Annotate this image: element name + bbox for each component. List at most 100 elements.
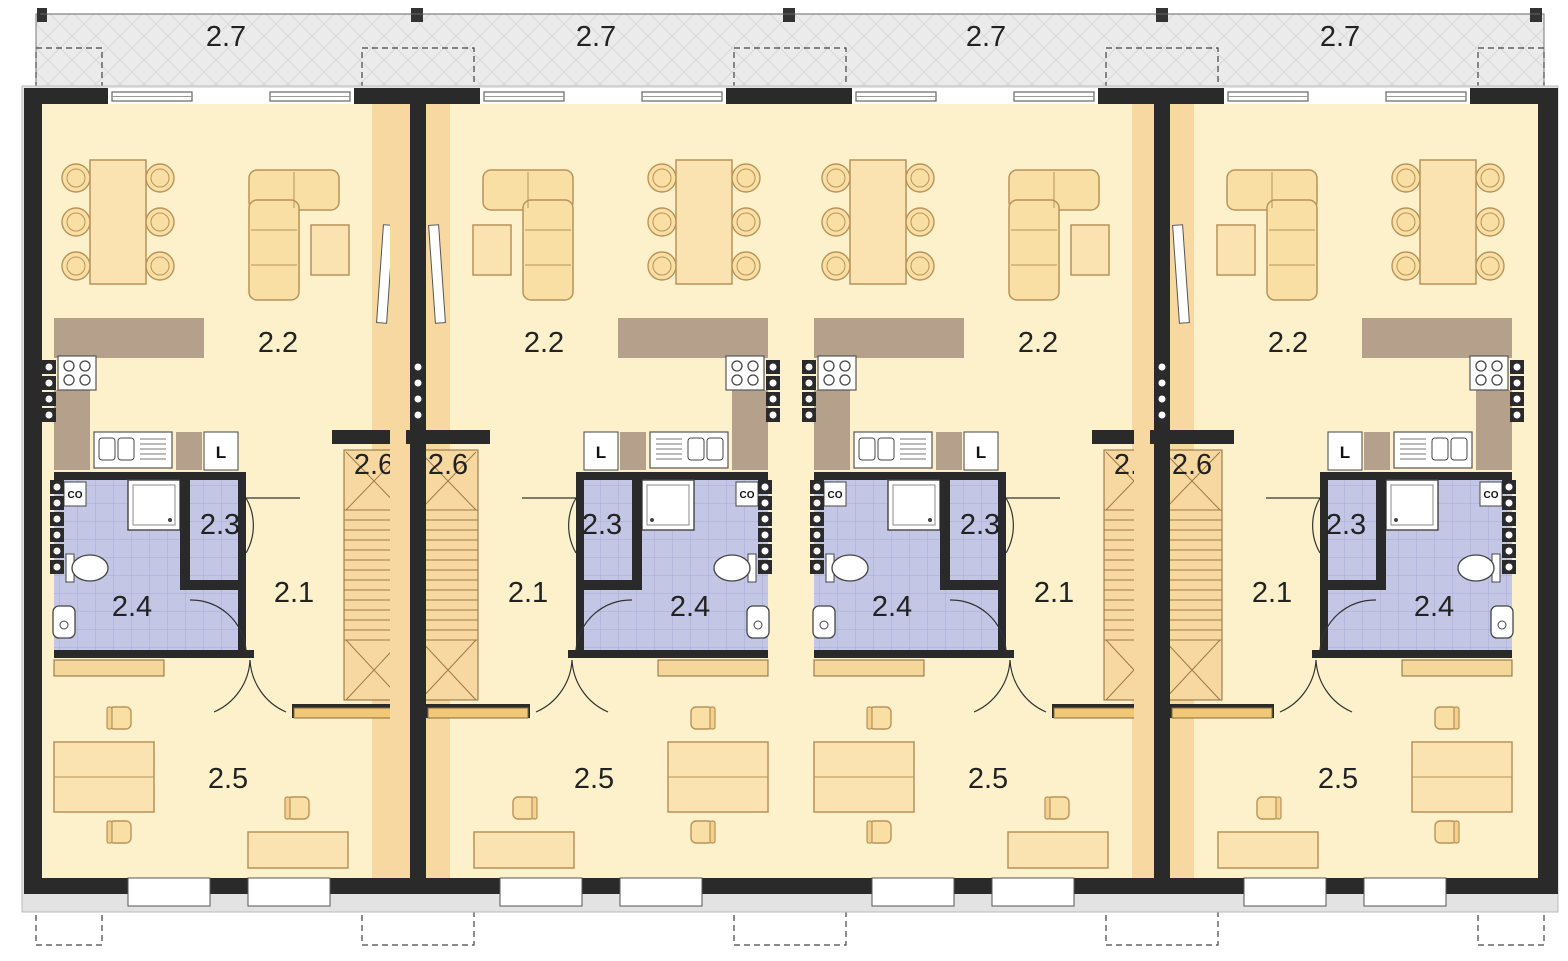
bath-door-swing <box>949 599 1007 651</box>
wc-label: 2.3 <box>582 509 622 541</box>
bathroom-label: 2.4 <box>112 591 152 623</box>
stair-label: 2.6 <box>354 449 394 481</box>
wc-label: 2.3 <box>960 509 1000 541</box>
dining-table-set <box>1392 160 1504 284</box>
toilet-icon <box>713 553 757 583</box>
terrace-label: 2.7 <box>1320 21 1360 53</box>
office-door-swing <box>571 659 609 713</box>
kitchen-counter <box>618 318 768 358</box>
outer-walls <box>24 88 1558 894</box>
office-door-swing <box>213 659 251 713</box>
office-label: 2.5 <box>1318 763 1358 795</box>
boiler-label: CO <box>740 490 755 501</box>
living-room-label: 2.2 <box>258 327 298 359</box>
laundry-box <box>963 431 999 471</box>
stair-landing-wall <box>1150 430 1234 444</box>
office-desk <box>667 741 769 813</box>
party-wall <box>410 104 426 878</box>
wc-label: 2.3 <box>1326 509 1366 541</box>
terrace-label: 2.7 <box>206 21 246 53</box>
office-chair-icon <box>106 820 132 844</box>
sink-icon <box>93 431 173 469</box>
office-chair-icon <box>1044 796 1070 820</box>
party-wall <box>1154 104 1170 878</box>
office-chair-icon <box>690 820 716 844</box>
shower-icon <box>641 479 695 531</box>
shower-icon <box>1385 479 1439 531</box>
wc-door-swing <box>1312 497 1321 554</box>
office-desk-2 <box>247 831 349 869</box>
kitchen-counter <box>54 318 204 358</box>
laundry-label: L <box>1340 443 1350 462</box>
washbasin-icon <box>746 605 770 639</box>
toilet-icon <box>825 553 869 583</box>
kitchen-side-counter <box>1476 390 1512 470</box>
laundry-label: L <box>596 443 606 462</box>
hall-label: 2.1 <box>508 577 548 609</box>
wc-door-swing <box>1005 497 1014 554</box>
office-label: 2.5 <box>574 763 614 795</box>
kitchen-side-counter <box>814 390 850 470</box>
office-chair-icon <box>866 820 892 844</box>
kitchen-side-counter <box>732 390 768 470</box>
dining-table-set <box>648 160 760 284</box>
bath-door-swing <box>575 599 633 651</box>
stove-icon <box>725 355 765 391</box>
boiler-label: CO <box>828 490 843 501</box>
washbasin-icon <box>812 605 836 639</box>
door-leaf <box>1172 224 1190 324</box>
kitchen-counter <box>814 318 964 358</box>
dining-table-set <box>822 160 934 284</box>
unit-4-layout: L CO <box>1134 104 1524 878</box>
toilet-icon <box>1457 553 1501 583</box>
terrace-strip <box>35 8 1545 89</box>
office-desk-2 <box>1007 831 1109 869</box>
dashed-outlines <box>35 47 1545 946</box>
boiler-label: CO <box>1484 490 1499 501</box>
office-chair-icon <box>106 706 132 730</box>
terrace-label: 2.7 <box>966 21 1006 53</box>
wc-label: 2.3 <box>200 509 240 541</box>
office-desk <box>813 741 915 813</box>
sink-icon <box>853 431 933 469</box>
living-room-label: 2.2 <box>1018 327 1058 359</box>
stove-icon <box>57 355 97 391</box>
washbasin-icon <box>1490 605 1514 639</box>
bath-door-swing <box>1319 599 1377 651</box>
kitchen-counter <box>1362 318 1512 358</box>
stair-label: 2.6 <box>1172 449 1212 481</box>
laundry-box <box>203 431 239 471</box>
wc-door-swing <box>245 497 254 554</box>
office-desk-2 <box>473 831 575 869</box>
unit-2-labels: 2.72.22.32.42.12.52.6 <box>428 21 710 795</box>
shower-icon <box>887 479 941 531</box>
office-chair-icon <box>1256 796 1282 820</box>
sink-icon <box>649 431 729 469</box>
hall-label: 2.1 <box>1034 577 1074 609</box>
bathroom-label: 2.4 <box>670 591 710 623</box>
door-leaf <box>376 224 394 324</box>
stove-icon <box>1469 355 1509 391</box>
kitchen-side-counter <box>54 390 90 470</box>
stove-icon <box>817 355 857 391</box>
shelf <box>53 659 165 677</box>
office-chair-icon <box>690 706 716 730</box>
wc-door-swing <box>568 497 577 554</box>
hall-label: 2.1 <box>1252 577 1292 609</box>
office-chair-icon <box>1434 706 1460 730</box>
office-chair-icon <box>284 796 310 820</box>
door-leaf <box>428 224 446 324</box>
toilet-icon <box>65 553 109 583</box>
laundry-label: L <box>976 443 986 462</box>
staircase <box>1161 449 1223 701</box>
laundry-label: L <box>216 443 226 462</box>
office-door-swing <box>973 659 1011 713</box>
unit-2-layout: L CO <box>390 104 780 878</box>
top-windows <box>108 88 1470 104</box>
boiler-label: CO <box>68 490 83 501</box>
office-door-swing <box>1315 659 1353 713</box>
